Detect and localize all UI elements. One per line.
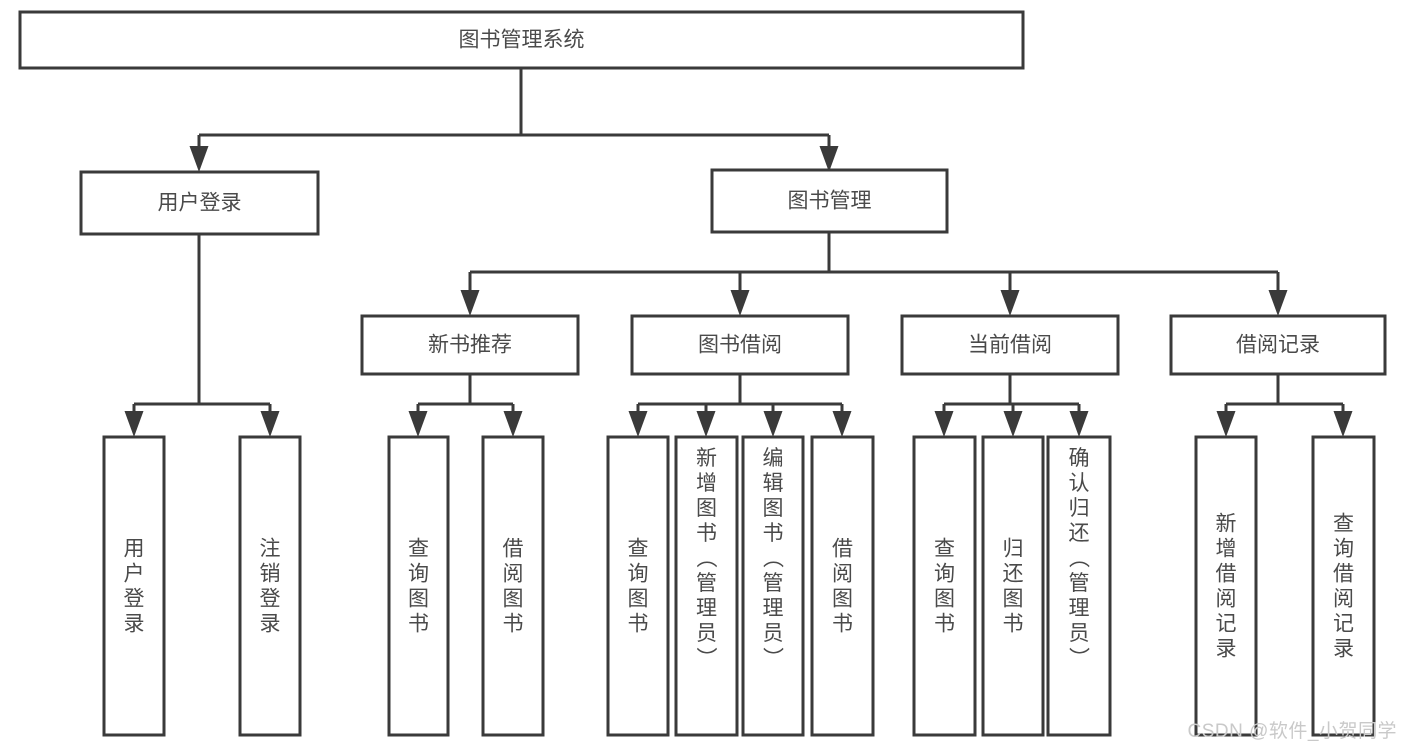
node-label: 编辑图书（管理员） [763,447,785,670]
node-label: 新书推荐 [428,334,512,357]
arrow-head-icon [730,290,750,316]
arrow-head-icon [1333,411,1353,437]
node-box[interactable] [1169,314,1387,376]
node-label: 当前借阅 [968,334,1052,357]
arrow-head-icon [1003,411,1023,437]
node-label: 查询借阅记录 [1333,513,1354,661]
node-box[interactable] [387,435,450,737]
node-leaf-查询图书-8[interactable]: 查询图书 [912,435,977,737]
node-leaf-借阅图书-3[interactable]: 借阅图书 [481,435,545,737]
arrow-head-icon [1069,411,1089,437]
node-box[interactable] [810,435,875,737]
connector-group-图书借阅 [628,374,852,437]
node-box[interactable] [741,435,805,737]
node-box[interactable] [630,314,850,376]
node-label: 借阅图书 [503,538,524,636]
node-box[interactable] [238,435,302,737]
node-leaf-注销登录-1[interactable]: 注销登录 [238,435,302,737]
arrow-head-icon [628,411,648,437]
node-label: 归还图书 [1003,538,1024,636]
node-leaf-新增借阅记录-11[interactable]: 新增借阅记录 [1194,435,1258,737]
node-label: 查询图书 [408,538,429,636]
node-label: 查询图书 [934,538,955,636]
node-label: 新增借阅记录 [1216,513,1237,661]
node-box[interactable] [481,435,545,737]
node-box[interactable] [1311,435,1376,737]
arrow-head-icon [503,411,523,437]
connector-group-新书推荐 [408,374,523,437]
arrow-head-icon [832,411,852,437]
arrow-head-icon [1268,290,1288,316]
node-label: 借阅图书 [832,538,853,636]
node-label: 新增图书（管理员） [696,447,718,670]
arrow-head-icon [696,411,716,437]
arrow-head-icon [460,290,480,316]
arrow-head-icon [408,411,428,437]
connector-group-图书管理 [460,232,1288,316]
node-leaf-借阅图书-7[interactable]: 借阅图书 [810,435,875,737]
node-box[interactable] [18,10,1025,70]
nodes-layer: 图书管理系统用户登录图书管理新书推荐图书借阅当前借阅借阅记录用户登录注销登录查询… [18,10,1387,737]
node-label: 图书借阅 [698,334,782,357]
connectors-layer [124,68,1353,437]
node-box[interactable] [102,435,166,737]
connector-group-用户登录 [124,234,280,437]
node-box[interactable] [360,314,580,376]
arrow-head-icon [763,411,783,437]
arrow-head-icon [189,146,209,172]
node-leaf-查询图书-4[interactable]: 查询图书 [606,435,670,737]
node-box[interactable] [79,170,320,236]
node-level3-借阅记录-3[interactable]: 借阅记录 [1169,314,1387,376]
node-level3-图书借阅-1[interactable]: 图书借阅 [630,314,850,376]
node-box[interactable] [710,168,949,234]
node-box[interactable] [900,314,1120,376]
node-leaf-确认归还管理员-10[interactable]: 确认归还（管理员） [1046,435,1112,737]
node-label: 图书管理系统 [459,29,585,52]
node-level3-当前借阅-2[interactable]: 当前借阅 [900,314,1120,376]
node-box[interactable] [1046,435,1112,737]
arrow-head-icon [934,411,954,437]
node-box[interactable] [912,435,977,737]
csdn-watermark: CSDN @软件_小贺同学 [1187,721,1397,742]
node-label: 用户登录 [124,538,145,636]
node-box[interactable] [1194,435,1258,737]
node-leaf-编辑图书管理员-6[interactable]: 编辑图书（管理员） [741,435,805,737]
arrow-head-icon [819,146,839,172]
node-box[interactable] [606,435,670,737]
arrow-head-icon [260,411,280,437]
node-box[interactable] [674,435,739,737]
node-leaf-查询借阅记录-12[interactable]: 查询借阅记录 [1311,435,1376,737]
node-label: 借阅记录 [1236,334,1320,357]
node-label: 用户登录 [158,192,242,215]
node-label: 注销登录 [260,538,281,636]
node-leaf-归还图书-9[interactable]: 归还图书 [981,435,1045,737]
node-level2-图书管理-1[interactable]: 图书管理 [710,168,949,234]
node-leaf-查询图书-2[interactable]: 查询图书 [387,435,450,737]
node-label: 确认归还（管理员） [1069,447,1091,670]
connector-group-当前借阅 [934,374,1089,437]
node-leaf-新增图书管理员-5[interactable]: 新增图书（管理员） [674,435,739,737]
node-label: 图书管理 [788,190,872,213]
connector-group-借阅记录 [1216,374,1353,437]
node-level3-新书推荐-0[interactable]: 新书推荐 [360,314,580,376]
node-box[interactable] [981,435,1045,737]
node-level2-用户登录-0[interactable]: 用户登录 [79,170,320,236]
arrow-head-icon [124,411,144,437]
node-label: 查询图书 [628,538,649,636]
node-leaf-用户登录-0[interactable]: 用户登录 [102,435,166,737]
connector-group-图书管理系统 [189,68,839,172]
arrow-head-icon [1000,290,1020,316]
arrow-head-icon [1216,411,1236,437]
node-root-图书管理系统-0[interactable]: 图书管理系统 [18,10,1025,70]
